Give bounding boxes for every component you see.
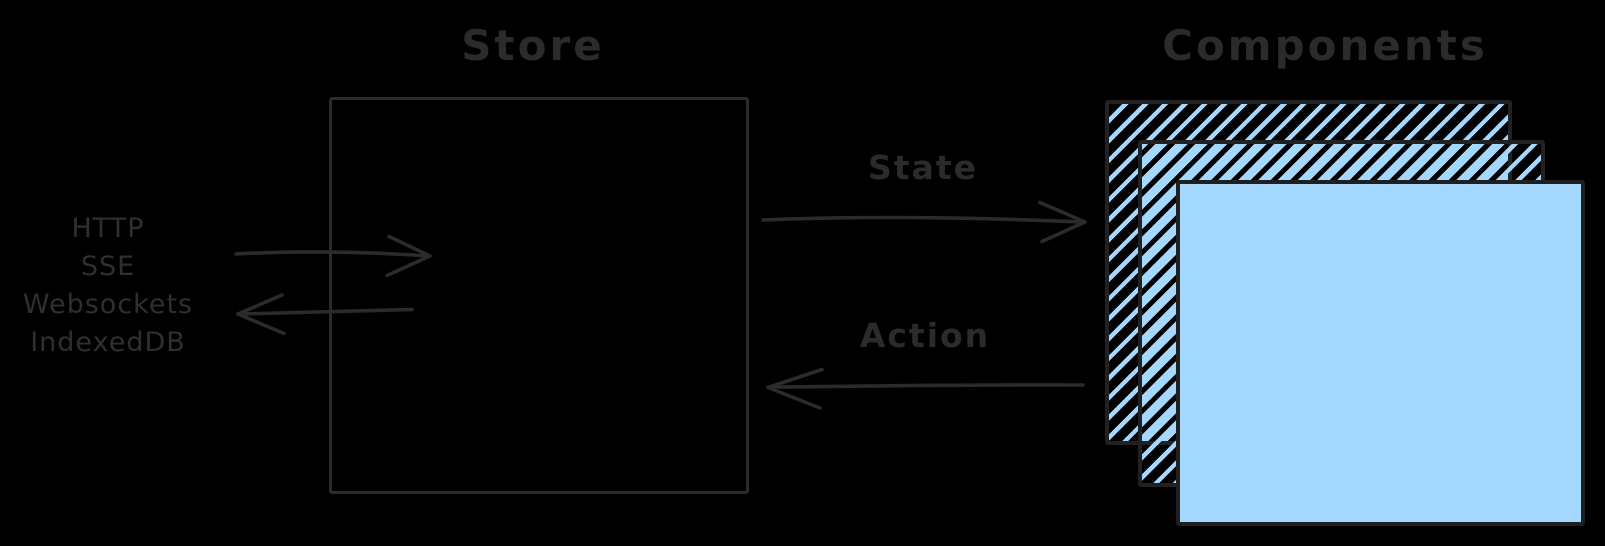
component-card-front [1176,180,1585,526]
transport-item-sse: SSE [80,251,136,282]
store-title: Store [461,21,605,70]
components-title: Components [1162,21,1488,70]
state-arrow-label: State [868,148,978,187]
transport-item-websockets: Websockets [22,289,194,320]
state-arrow [761,200,1087,244]
transport-item-indexeddb: IndexedDB [30,327,186,358]
transport-item-http: HTTP [71,213,145,244]
action-arrow [766,367,1085,410]
transport-list: HTTP SSE Websockets IndexedDB [0,210,216,362]
store-box [329,97,749,494]
action-arrow-label: Action [859,316,991,355]
